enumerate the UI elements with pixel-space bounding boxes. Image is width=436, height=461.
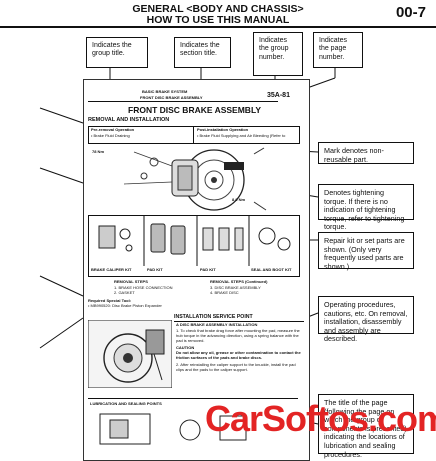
special-tool-head: Required Special Tool: <box>88 298 132 303</box>
post-op-head: Post-installation Operation <box>197 127 249 132</box>
sample-subtitle: REMOVAL AND INSTALLATION <box>88 117 170 123</box>
caution-text: Do not allow any oil, grease or other co… <box>176 350 301 360</box>
service-point-item: A DISC BRAKE ASSEMBLY INSTALLATION <box>176 322 258 327</box>
pre-op-head: Pre-removal Operation <box>91 127 135 132</box>
torque-label-2: 8.0 Nm <box>232 197 246 202</box>
callout-group-number: Indicates the group number. <box>253 32 303 76</box>
caution-head: CAUTION <box>176 345 195 350</box>
callout-torque: Denotes tightening torque. If there is n… <box>318 184 414 231</box>
removal-step-2: 2. GASKET <box>114 290 135 295</box>
removal-cont-step-2: 4. BRAKE DISC <box>210 290 239 295</box>
brake-assembly-illustration <box>123 147 267 211</box>
post-op-item: • Brake Fluid Supplying and Air Bleeding… <box>197 133 286 138</box>
operation-table: Pre-removal Operation • Brake Fluid Drai… <box>88 126 300 144</box>
service-point-head: INSTALLATION SERVICE POINT <box>174 314 253 320</box>
service-text-1: 1. To check that brake drag force after … <box>176 328 300 343</box>
header-line2: HOW TO USE THIS MANUAL <box>146 14 290 26</box>
callout-group-title: Indicates the group title. <box>86 37 148 68</box>
sample-rule <box>88 101 278 102</box>
callout-repair-kit: Repair kit or set parts are shown. (Only… <box>318 232 414 271</box>
kit-label-seal: SEAL AND BOOT KIT <box>251 267 292 272</box>
watermark-logo: CarSoftos.com <box>205 398 436 439</box>
parts-kit-illustration <box>98 216 291 266</box>
lubrication-illustration <box>99 413 247 445</box>
bottom-title: LUBRICATION AND SEALING POINTS <box>90 401 162 406</box>
nonreusable-text: Mark denotes non-reusable part. <box>324 146 384 164</box>
callout-page-title: The title of the page (following the pag… <box>318 394 414 458</box>
sample-title: FRONT DISC BRAKE ASSEMBLY <box>128 105 262 115</box>
callout-operating: Operating procedures, cautions, etc. On … <box>318 296 414 343</box>
special-tool-item: • MB990520: Disc Brake Piston Expander <box>88 303 162 308</box>
sample-page-ref: 35A-81 <box>267 92 290 99</box>
callout-nonreusable: Mark denotes non-reusable part. <box>318 142 414 164</box>
header-line1: GENERAL <BODY AND CHASSIS> <box>132 3 304 15</box>
removal-cont-head: REMOVAL STEPS (Continued) <box>210 279 268 284</box>
kit-label-pad-2: PAD KIT <box>200 267 216 272</box>
service-text-2: 2. After reinstalling the caliper suppor… <box>176 362 296 372</box>
page-number: 00-7 <box>395 4 426 21</box>
parts-kit-panel: BRAKE CALIPER KIT PAD KIT PAD KIT SEAL A… <box>88 215 300 277</box>
torque-label-1: 78 Nm <box>92 149 105 154</box>
removal-steps-head: REMOVAL STEPS <box>114 279 148 284</box>
removal-step-1: 1. BRAKE HOSE CONNECTION <box>114 285 173 290</box>
sample-section-label: FRONT DISC BRAKE ASSEMBLY <box>140 95 203 100</box>
removal-cont-step-1: 3. DISC BRAKE ASSEMBLY <box>210 285 261 290</box>
sample-group-label: BASIC BRAKE SYSTEM <box>142 89 188 94</box>
pre-op-item: • Brake Fluid Draining <box>91 133 130 138</box>
header-title: GENERAL <BODY AND CHASSIS> HOW TO USE TH… <box>0 4 436 26</box>
callout-section-title: Indicates the section title. <box>174 37 231 68</box>
kit-label-pad: PAD KIT <box>147 267 163 272</box>
header-rule <box>0 26 436 28</box>
callout-page-number: Indicates the page number. <box>313 32 363 68</box>
kit-label-caliper: BRAKE CALIPER KIT <box>91 267 132 272</box>
rotor-illustration <box>88 320 172 388</box>
